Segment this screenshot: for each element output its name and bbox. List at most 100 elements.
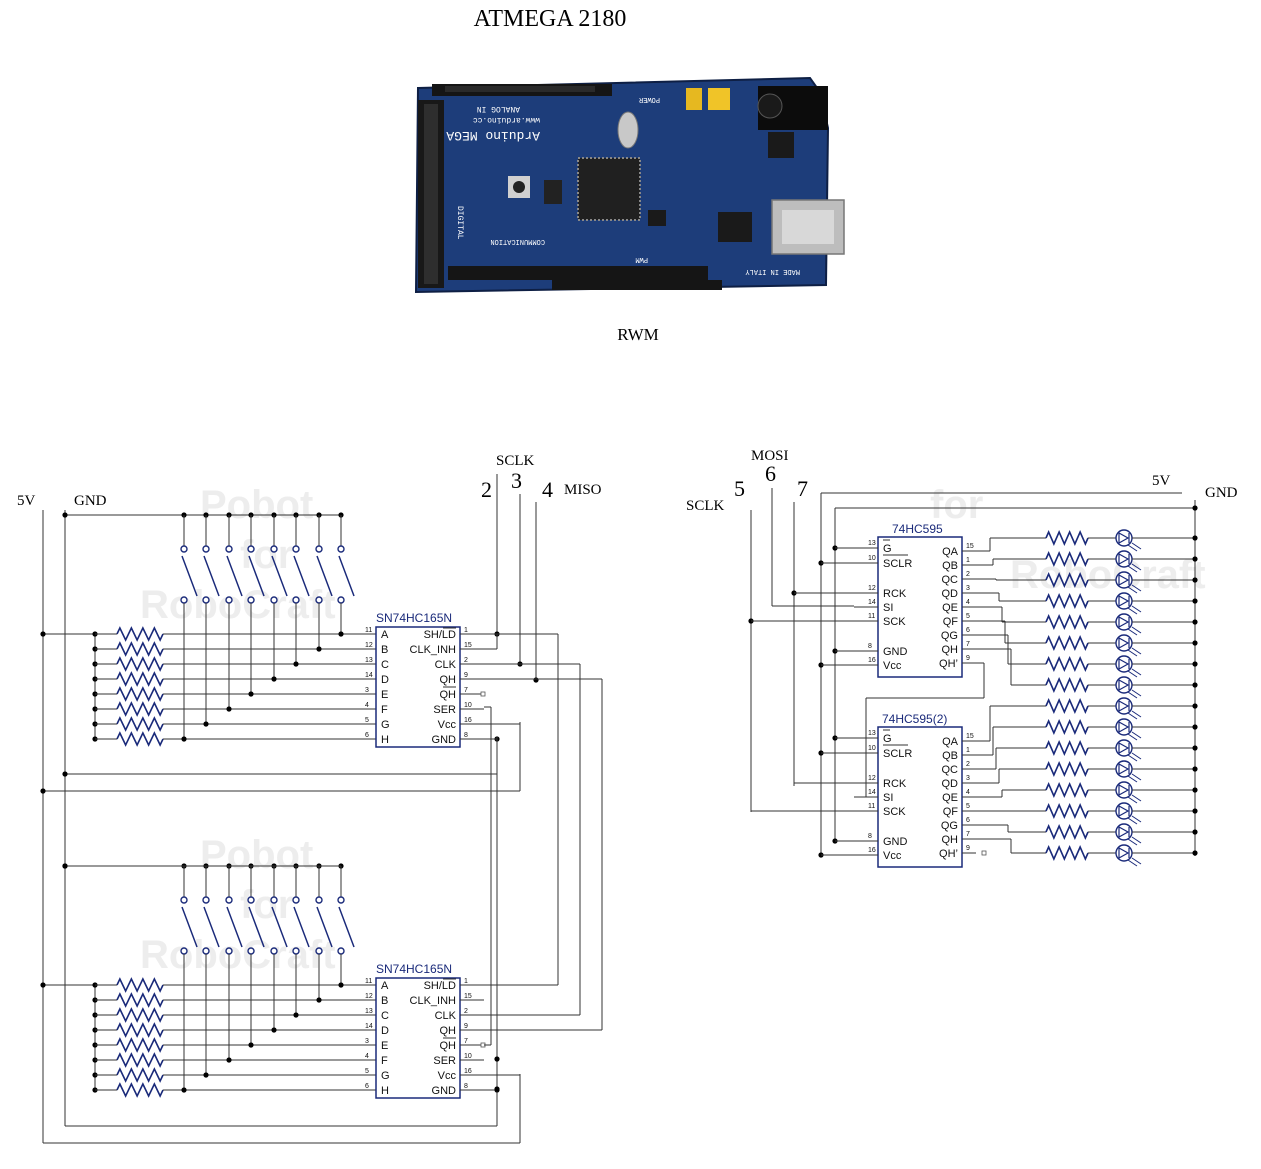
switch-contact (337, 545, 345, 553)
resistor-symbol (116, 1037, 164, 1053)
switch-lever (338, 555, 355, 597)
junction-dot (40, 788, 46, 794)
led-light-arrow (1127, 754, 1138, 762)
switch-lever (316, 555, 333, 597)
pin-label-input: D (381, 1025, 389, 1037)
pin-label-output: QE (942, 602, 958, 614)
pin-number-input: 10 (868, 555, 876, 562)
resistor-symbol (1045, 572, 1089, 588)
junction-dot (181, 1087, 187, 1093)
no-connect-marker (981, 850, 987, 856)
junction-dot (1192, 808, 1198, 814)
left-5v-label: 5V (17, 493, 36, 509)
resistor-symbol (116, 1067, 164, 1083)
switch-lever (226, 906, 243, 948)
pin-number-output: 16 (464, 1068, 472, 1075)
led-light-arrow (1127, 859, 1138, 867)
resistor-symbol (116, 656, 164, 672)
pin-label-input: GND (883, 646, 908, 658)
switch-contact (180, 545, 188, 553)
switch-contact (337, 896, 345, 904)
pin-number-input: 3 (365, 1038, 369, 1045)
pin-label-input: F (381, 1055, 388, 1067)
junction-dot (1192, 724, 1198, 730)
pin-number-output: 15 (966, 733, 974, 740)
pin-label-input: A (381, 980, 389, 992)
pin-number-output: 7 (966, 641, 970, 648)
pin-label-output: QF (943, 806, 959, 818)
resistor-symbol (116, 701, 164, 717)
pin-number-input: 8 (868, 833, 872, 840)
pin-label-output: QH (440, 1040, 457, 1052)
pin-number-input: 16 (868, 847, 876, 854)
resistor-symbol (116, 1052, 164, 1068)
left-sclk-label: SCLK (496, 453, 535, 469)
pin-number-output: 1 (966, 747, 970, 754)
watermark-line-4: Pobot (200, 833, 313, 877)
led-light-arrow (1127, 691, 1138, 699)
resistor-symbol (1045, 782, 1089, 798)
switch-lever (203, 906, 220, 948)
pin-label-input: D (381, 674, 389, 686)
junction-dot (316, 646, 322, 652)
pin-label-input: F (381, 704, 388, 716)
pin-label-output: QG (941, 630, 958, 642)
led-light-arrow (1131, 731, 1142, 739)
pin-number-input: 13 (868, 540, 876, 547)
resistor-symbol (1045, 803, 1089, 819)
switch-contact (315, 896, 323, 904)
pin-label-output: SER (433, 704, 456, 716)
pin-label-input: C (381, 1010, 389, 1022)
switch-contact (180, 596, 188, 604)
left-pin3-label: 3 (511, 468, 522, 493)
led-light-arrow (1127, 712, 1138, 720)
switch-contact (225, 947, 233, 955)
pin-label-output: GND (432, 734, 457, 746)
switch-contact (247, 596, 255, 604)
led-light-arrow (1131, 542, 1142, 550)
chip-name-595: 74HC595(2) (882, 712, 947, 726)
junction-dot (248, 1042, 254, 1048)
led-light-arrow (1131, 605, 1142, 613)
led-diode-icon (1118, 741, 1130, 755)
led-diode-icon (1118, 720, 1130, 734)
right-pin7-label: 7 (797, 476, 808, 501)
switch-contact (180, 896, 188, 904)
pin-number-input: 10 (868, 745, 876, 752)
pin-number-input: 14 (365, 672, 373, 679)
junction-dot (1192, 661, 1198, 667)
switch-contact (337, 596, 345, 604)
led-diode-icon (1118, 657, 1130, 671)
led-light-arrow (1127, 817, 1138, 825)
pin-label-input: E (381, 689, 388, 701)
pin-number-input: 5 (365, 1068, 369, 1075)
board-silkscreen-made-in: MADE IN ITALY (745, 267, 800, 275)
led-light-arrow (1131, 794, 1142, 802)
pin-number-input: 6 (365, 1083, 369, 1090)
junction-dot (1192, 505, 1198, 511)
pin-number-output: 8 (464, 1083, 468, 1090)
led-light-arrow (1127, 586, 1138, 594)
pin-number-output: 7 (464, 1038, 468, 1045)
chip-name-165: SN74HC165N (376, 962, 452, 976)
left-power-rails (42, 474, 537, 1143)
right-interconnects (748, 505, 1198, 867)
pin-label-input: RCK (883, 588, 907, 600)
switch-contact (202, 947, 210, 955)
led-diode-icon (1118, 594, 1130, 608)
pin-label-input: Vcc (883, 850, 902, 862)
chip-name-595: 74HC595 (892, 522, 943, 536)
switch-contact (225, 896, 233, 904)
pin-number-output: 16 (464, 717, 472, 724)
led-light-arrow (1131, 647, 1142, 655)
pin-label-input: SCLR (883, 558, 912, 570)
shift-register-595-block-1: 74HC595G13SCLR10RCK12SI14SCK11GND8Vcc16Q… (854, 522, 976, 678)
pin-number-output: 1 (464, 627, 468, 634)
junction-dot (533, 677, 539, 683)
junction-dot (248, 691, 254, 697)
junction-dot (338, 982, 344, 988)
board-silkscreen-digital: DIGITAL (455, 206, 464, 240)
junction-dot (494, 1086, 500, 1092)
